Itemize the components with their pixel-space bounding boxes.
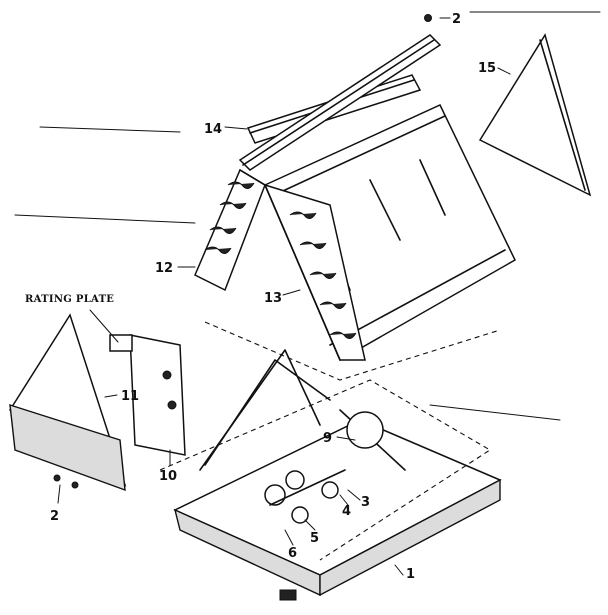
leader-lines bbox=[57, 17, 511, 576]
callout-part-15: 15 bbox=[478, 61, 496, 76]
drain-fittings bbox=[264, 411, 384, 524]
callout-part-5: 5 bbox=[310, 531, 319, 546]
callout-part-9: 9 bbox=[323, 431, 332, 446]
callout-part-1: 1 bbox=[406, 567, 415, 582]
left-side-panel bbox=[8, 313, 127, 492]
drain-pan bbox=[173, 419, 502, 601]
rating-plate-label: RATING PLATE bbox=[25, 294, 114, 305]
left-coil-slab bbox=[194, 168, 366, 361]
callout-part-10: 10 bbox=[159, 469, 177, 484]
callout-part-12: 12 bbox=[155, 261, 173, 276]
callout-part-6: 6 bbox=[288, 546, 297, 561]
callout-part-4: 4 bbox=[342, 504, 351, 519]
top-cap-channel bbox=[238, 34, 442, 171]
callout-part-14: 14 bbox=[204, 122, 222, 137]
right-side-panel bbox=[478, 33, 592, 197]
coil-projection-line bbox=[204, 321, 501, 381]
screws bbox=[53, 14, 432, 489]
pan-projection-line bbox=[159, 379, 492, 561]
callout-part-2-bottom: 2 bbox=[50, 509, 59, 524]
callout-part-3: 3 bbox=[361, 495, 370, 510]
callout-part-2-top: 2 bbox=[452, 12, 461, 27]
callout-part-13: 13 bbox=[264, 291, 282, 306]
access-panel bbox=[109, 334, 186, 456]
guide-lines bbox=[14, 11, 601, 421]
callout-part-11: 11 bbox=[121, 389, 139, 404]
